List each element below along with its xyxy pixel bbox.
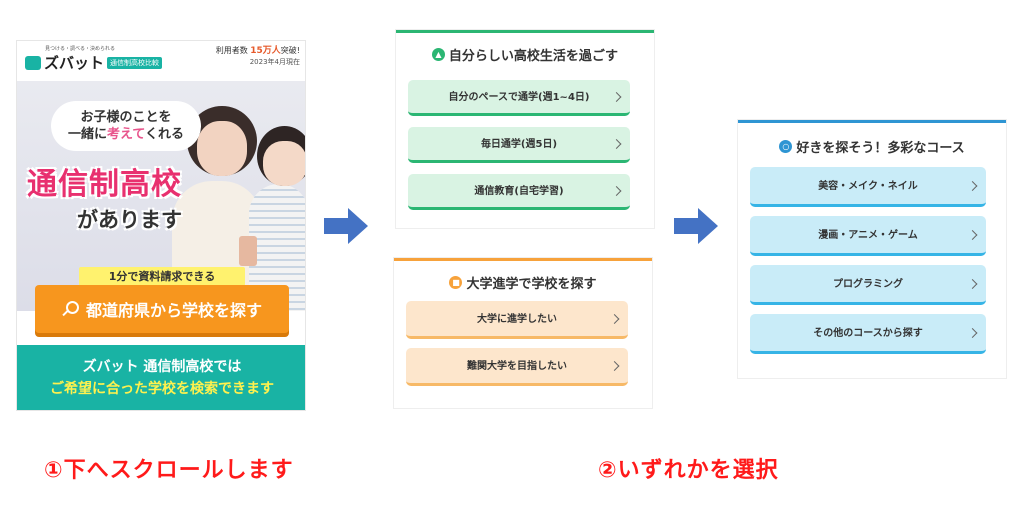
user-count-notice: 利用者数 15万人突破! 2023年4月現在 (216, 45, 300, 68)
option-label: 自分のペースで通学(週1~4日) (448, 92, 590, 103)
course-option-manga-anime-game[interactable]: 漫画・アニメ・ゲーム (750, 216, 986, 256)
site-header: 見つける・調べる・決められる ズバット 通信制高校比較 利用者数 15万人突破!… (17, 41, 305, 79)
university-card: ■ 大学進学で学校を探す 大学に進学したい 難関大学を目指したい (394, 258, 652, 408)
option-label: 美容・メイク・ネイル (818, 181, 918, 192)
courses-card-title: ○ 好きを探そう！多彩なコース (738, 137, 1006, 156)
lifestyle-card: ▲ 自分らしい高校生活を過ごす 自分のペースで通学(週1~4日) 毎日通学(週5… (396, 30, 654, 228)
chevron-right-icon (609, 360, 620, 371)
hero-photo-mother-daughter (167, 86, 305, 311)
university-option-top-university[interactable]: 難関大学を目指したい (406, 348, 628, 386)
courses-title-text: 好きを探そう！多彩なコース (796, 141, 965, 156)
lifestyle-title-text: 自分らしい高校生活を過ごす (448, 49, 619, 64)
chevron-right-icon (611, 91, 622, 102)
chevron-right-icon (611, 185, 622, 196)
lifestyle-option-home-study[interactable]: 通信教育(自宅学習) (408, 174, 630, 210)
graduation-cap-icon: ■ (449, 276, 463, 289)
brand-tagline: 見つける・調べる・決められる (45, 46, 116, 52)
bubble-line2a: 一緒に (68, 127, 108, 142)
option-label: 毎日通学(週5日) (480, 139, 558, 150)
hero-title: 通信制高校 (27, 167, 182, 202)
course-option-beauty[interactable]: 美容・メイク・ネイル (750, 167, 986, 207)
search-button-label: 都道府県から学校を探す (85, 301, 262, 320)
course-option-other[interactable]: その他のコースから探す (750, 314, 986, 354)
chevron-right-icon (967, 180, 978, 191)
bubble-line2c: くれる (144, 127, 184, 142)
step1-caption: ①下へスクロールします (44, 458, 294, 483)
smartphone-icon (239, 236, 257, 266)
option-label: その他のコースから探す (813, 328, 923, 339)
users-prefix: 利用者数 (215, 46, 248, 55)
right-arrow-icon (674, 208, 718, 244)
chevron-right-icon (967, 327, 978, 338)
chevron-right-icon (967, 229, 978, 240)
search-icon (62, 301, 79, 317)
site-top-screenshot: 見つける・調べる・決められる ズバット 通信制高校比較 利用者数 15万人突破!… (16, 40, 306, 411)
lifestyle-option-part-time[interactable]: 自分のペースで通学(週1~4日) (408, 80, 630, 116)
brand-badge: 通信制高校比較 (107, 56, 163, 69)
users-count: 15万人 (250, 46, 281, 56)
option-label: 漫画・アニメ・ゲーム (818, 230, 918, 241)
option-label: 通信教育(自宅学習) (474, 186, 564, 197)
bubble-line2b: 考えて (107, 127, 145, 142)
option-label: プログラミング (833, 279, 903, 290)
step2-caption: ②いずれかを選択 (598, 458, 779, 483)
university-card-title: ■ 大学進学で学校を探す (394, 273, 652, 292)
users-suffix: 突破! (280, 46, 300, 55)
hero-speech-bubble: お子様のことを 一緒に考えてくれる (51, 101, 201, 151)
search-icon: ○ (779, 140, 793, 153)
university-option-go-to-university[interactable]: 大学に進学したい (406, 301, 628, 339)
brand-logo[interactable]: 見つける・調べる・決められる ズバット 通信制高校比較 (25, 45, 163, 73)
info-band: ズバット 通信制高校では ご希望に合った学校を検索できます (17, 345, 305, 410)
lifestyle-card-title: ▲ 自分らしい高校生活を過ごす (396, 45, 654, 64)
courses-card: ○ 好きを探そう！多彩なコース 美容・メイク・ネイル 漫画・アニメ・ゲーム プロ… (738, 120, 1006, 378)
brand-name: ズバット (44, 54, 105, 72)
chevron-right-icon (967, 278, 978, 289)
school-icon: ▲ (431, 48, 445, 61)
right-arrow-icon (324, 208, 368, 244)
users-as-of: 2023年4月現在 (249, 58, 300, 66)
hero-banner: お子様のことを 一緒に考えてくれる 通信制高校 があります (17, 81, 305, 311)
hero-subtitle: があります (77, 208, 182, 232)
chevron-right-icon (609, 313, 620, 324)
bubble-line1: お子様のことを (80, 110, 172, 125)
brand-mark-icon (25, 55, 41, 70)
request-label: 1分で資料請求できる (79, 267, 245, 286)
chevron-right-icon (611, 138, 622, 149)
option-label: 難関大学を目指したい (467, 361, 567, 372)
university-title-text: 大学進学で学校を探す (466, 277, 597, 292)
lifestyle-option-daily[interactable]: 毎日通学(週5日) (408, 127, 630, 163)
band-line2: ご希望に合った学校を検索できます (50, 381, 274, 397)
option-label: 大学に進学したい (477, 314, 557, 325)
search-by-prefecture-button[interactable]: 都道府県から学校を探す (35, 285, 289, 333)
band-line1: ズバット 通信制高校では (82, 359, 242, 375)
course-option-programming[interactable]: プログラミング (750, 265, 986, 305)
